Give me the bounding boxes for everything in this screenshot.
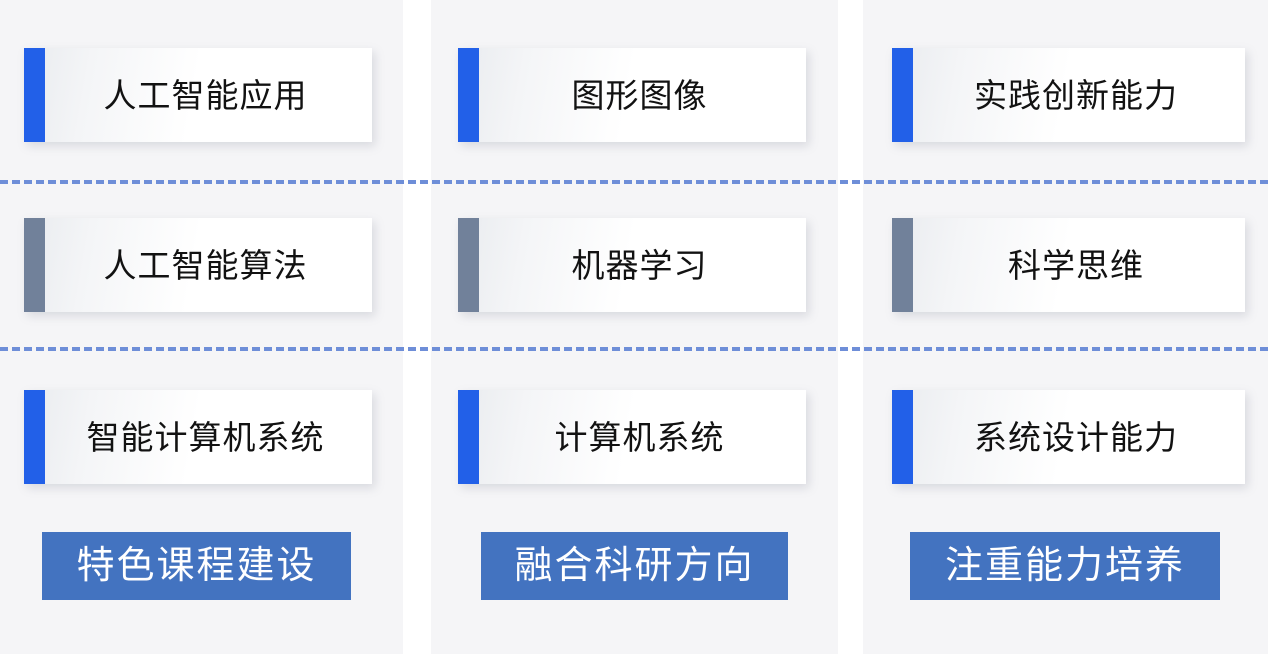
card-body: 系统设计能力 (913, 390, 1245, 484)
card-body: 人工智能算法 (45, 218, 372, 312)
card-label: 图形图像 (571, 76, 708, 114)
card-label: 科学思维 (1008, 246, 1144, 284)
column-gutter-left (403, 0, 431, 654)
card-intelligent-computer-system[interactable]: 智能计算机系统 (24, 390, 372, 484)
column-gutter-right (838, 0, 863, 654)
card-body: 智能计算机系统 (45, 390, 372, 484)
banner-characteristic-courses[interactable]: 特色课程建设 (42, 532, 351, 600)
card-ai-algorithm[interactable]: 人工智能算法 (24, 218, 372, 312)
banner-research-directions[interactable]: 融合科研方向 (481, 532, 788, 600)
card-label: 实践创新能力 (974, 76, 1178, 114)
card-system-design-ability[interactable]: 系统设计能力 (892, 390, 1245, 484)
card-label: 人工智能应用 (103, 76, 308, 114)
card-label: 智能计算机系统 (86, 418, 325, 456)
column-ability-cultivation: 实践创新能力 科学思维 系统设计能力 注重能力培养 (863, 0, 1268, 654)
accent-bar-blue-icon (458, 48, 479, 142)
card-label: 系统设计能力 (974, 418, 1178, 456)
banner-label: 特色课程建设 (76, 545, 317, 587)
card-practical-innovation-ability[interactable]: 实践创新能力 (892, 48, 1245, 142)
accent-bar-blue-icon (892, 390, 913, 484)
card-graphics-imaging[interactable]: 图形图像 (458, 48, 806, 142)
card-label: 人工智能算法 (103, 246, 308, 284)
card-body: 实践创新能力 (913, 48, 1245, 142)
card-computer-system[interactable]: 计算机系统 (458, 390, 806, 484)
accent-bar-blue-icon (892, 48, 913, 142)
column-characteristic-courses: 人工智能应用 人工智能算法 智能计算机系统 特色课程建设 (0, 0, 403, 654)
card-label: 计算机系统 (554, 418, 725, 456)
accent-bar-gray-icon (892, 218, 913, 312)
card-body: 机器学习 (479, 218, 806, 312)
accent-bar-gray-icon (24, 218, 45, 312)
column-research-directions: 图形图像 机器学习 计算机系统 融合科研方向 (431, 0, 838, 654)
accent-bar-gray-icon (458, 218, 479, 312)
card-machine-learning[interactable]: 机器学习 (458, 218, 806, 312)
banner-label: 融合科研方向 (514, 545, 755, 587)
card-label: 机器学习 (571, 246, 708, 284)
row-separator-top (0, 180, 1268, 184)
row-separator-bottom (0, 347, 1268, 351)
card-body: 人工智能应用 (45, 48, 372, 142)
accent-bar-blue-icon (458, 390, 479, 484)
card-body: 计算机系统 (479, 390, 806, 484)
banner-ability-cultivation[interactable]: 注重能力培养 (910, 532, 1220, 600)
accent-bar-blue-icon (24, 48, 45, 142)
card-scientific-thinking[interactable]: 科学思维 (892, 218, 1245, 312)
card-body: 科学思维 (913, 218, 1245, 312)
card-body: 图形图像 (479, 48, 806, 142)
card-ai-application[interactable]: 人工智能应用 (24, 48, 372, 142)
banner-label: 注重能力培养 (944, 545, 1185, 587)
accent-bar-blue-icon (24, 390, 45, 484)
